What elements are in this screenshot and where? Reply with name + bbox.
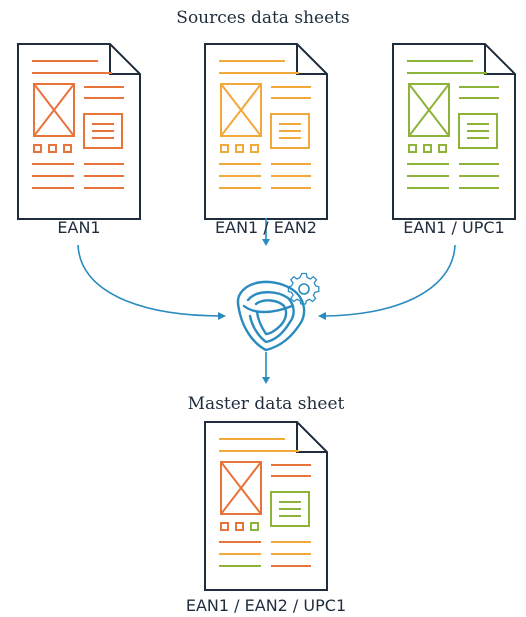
- arrow-from-source-1: [77, 244, 223, 317]
- master-document-icon: [204, 421, 328, 591]
- arrow-heads: [218, 239, 326, 384]
- master-label: EAN1 / EAN2 / UPC1: [185, 596, 347, 615]
- sources-title: Sources data sheets: [176, 8, 350, 28]
- source-label-3: EAN1 / UPC1: [403, 218, 505, 237]
- source-document-icon-3: [392, 43, 516, 220]
- gear-icon: [287, 272, 320, 305]
- master-title: Master data sheet: [187, 394, 345, 414]
- source-label-2: EAN1 / EAN2: [215, 218, 317, 237]
- source-document-icon-1: [17, 43, 141, 220]
- arrow-from-source-3: [321, 244, 456, 317]
- connector-arrows: [77, 218, 456, 380]
- source-label-1: EAN1: [57, 218, 101, 237]
- merge-logo-icon: [236, 280, 306, 352]
- source-document-icon-2: [204, 43, 328, 220]
